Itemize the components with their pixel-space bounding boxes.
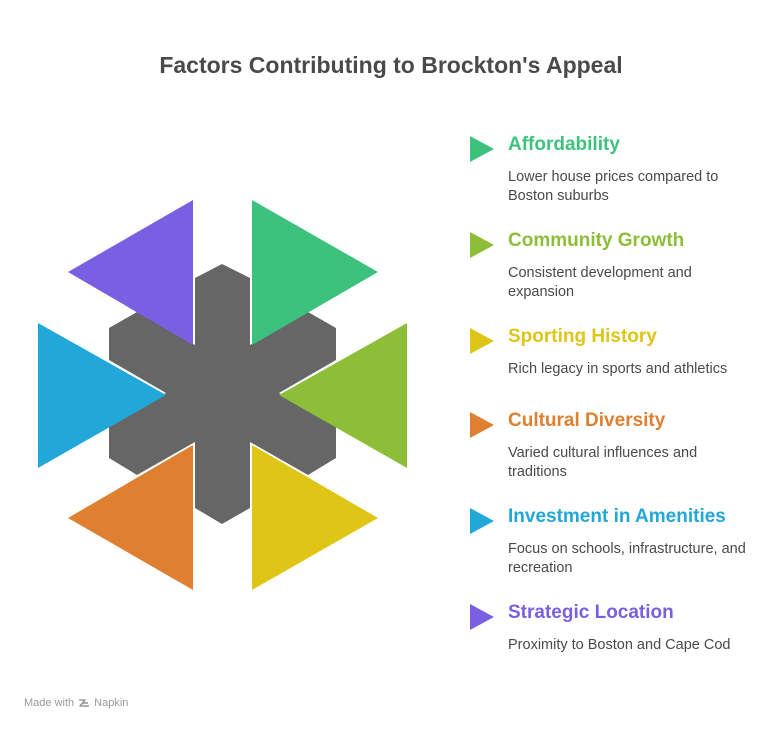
factor-heading: Strategic Location <box>508 602 674 623</box>
made-with-napkin-footer[interactable]: Made with Napkin <box>24 697 128 709</box>
napkin-logo-icon <box>79 699 90 707</box>
community-growth-triangle <box>279 323 407 468</box>
factor-heading: Sporting History <box>508 326 657 347</box>
play-triangle-icon <box>470 328 494 354</box>
cultural-diversity-triangle <box>68 445 193 590</box>
strategic-location-triangle <box>68 200 193 345</box>
page-title: Factors Contributing to Brockton's Appea… <box>159 52 623 78</box>
factor-description: Varied cultural influences and tradition… <box>508 445 698 480</box>
investment-in-amenities-triangle <box>38 323 166 468</box>
play-triangle-icon <box>470 604 494 630</box>
play-triangle-icon <box>470 508 494 534</box>
factor-heading: Affordability <box>508 134 620 155</box>
factor-description: Lower house prices compared to Boston su… <box>508 169 719 204</box>
play-triangle-icon <box>470 412 494 438</box>
play-triangle-icon <box>470 136 494 162</box>
factor-description: Proximity to Boston and Cape Cod <box>508 637 731 653</box>
sporting-history-triangle <box>252 445 378 590</box>
factor-heading: Community Growth <box>508 230 685 251</box>
play-triangle-icon <box>470 232 494 258</box>
affordability-triangle <box>252 200 378 345</box>
factor-heading: Investment in Amenities <box>508 506 726 527</box>
factor-description: Rich legacy in sports and athletics <box>508 361 728 377</box>
factor-description: Focus on schools, infrastructure, and re… <box>508 541 746 576</box>
factor-description: Consistent development and expansion <box>508 265 692 300</box>
factor-heading: Cultural Diversity <box>508 410 666 431</box>
brand-name: Napkin <box>94 697 129 709</box>
made-with-label: Made with <box>24 697 75 709</box>
